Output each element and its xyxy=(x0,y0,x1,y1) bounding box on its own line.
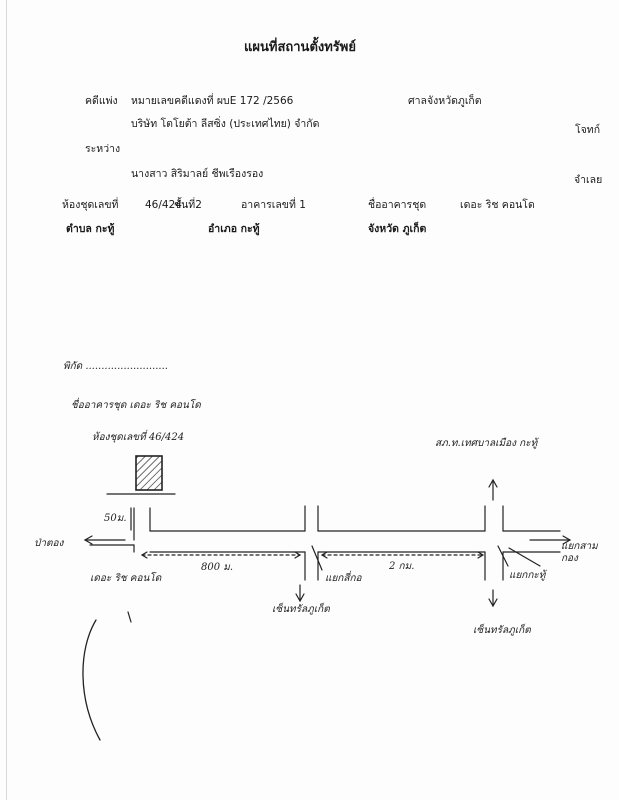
map-condo-entrance: เดอะ ริช คอนโด xyxy=(90,573,162,584)
case-number: หมายเลขคดีแดงที่ ผบE 172 /2566 xyxy=(131,95,294,107)
map-distance-small: 50ม. xyxy=(104,513,127,524)
map-south-label-2: เซ็นทรัลภูเก็ต xyxy=(473,625,531,636)
district: อำเภอ กะทู้ xyxy=(208,223,260,235)
between-label: ระหว่าง xyxy=(85,143,121,155)
map-unit-label: ห้องชุดเลขที่ 46/424 xyxy=(92,432,185,443)
map-south-label-1: เซ็นทรัลภูเก็ต xyxy=(272,604,330,615)
condo-name: เดอะ ริช คอนโด xyxy=(460,199,535,211)
map-junction-2: แยกกะทู้ xyxy=(509,570,546,581)
map-direction-left: ป่าตอง xyxy=(34,538,64,549)
map-distance-1: 800 ม. xyxy=(201,562,234,573)
condo-building-mark xyxy=(135,455,163,491)
plaintiff-role: โจทก์ xyxy=(575,124,601,136)
condo-name-label: ชื่ออาคารชุด xyxy=(368,199,427,211)
map-coordinates: พิกัด .......................... xyxy=(63,361,168,372)
court-name: ศาลจังหวัดภูเก็ต xyxy=(408,95,482,107)
floor-value: ชั้นที่2 xyxy=(174,199,202,211)
building-label: อาคารเลขที่ 1 xyxy=(241,199,306,211)
map-direction-right: แยกสามกอง xyxy=(561,541,598,564)
plaintiff-name: บริษัท โตโยต้า ลีสซิ่ง (ประเทศไทย) จำกัด xyxy=(131,118,320,130)
map-junction-1: แยกสี่กอ xyxy=(325,573,362,584)
unit-value: 46/424 xyxy=(145,199,182,211)
map-north-label: สภ.ท.เทศบาลเมือง กะทู้ xyxy=(435,438,538,449)
document-title: แผนที่สถานตั้งทรัพย์ xyxy=(244,40,356,55)
unit-label: ห้องชุดเลขที่ xyxy=(62,199,119,211)
map-distance-2: 2 กม. xyxy=(389,561,415,572)
defendant-role: จำเลย xyxy=(574,174,603,186)
case-label: คดีแพ่ง xyxy=(85,95,118,107)
stray-pen-mark xyxy=(82,619,101,741)
province: จังหวัด ภูเก็ต xyxy=(368,223,427,235)
page-edge-shadow xyxy=(6,0,7,800)
subdistrict: ตำบล กะทู้ xyxy=(66,223,115,235)
defendant-name: นางสาว สิริมาลย์ ชีพเรืองรอง xyxy=(131,168,264,180)
map-condo-label: ชื่ออาคารชุด เดอะ ริช คอนโด xyxy=(71,400,201,411)
